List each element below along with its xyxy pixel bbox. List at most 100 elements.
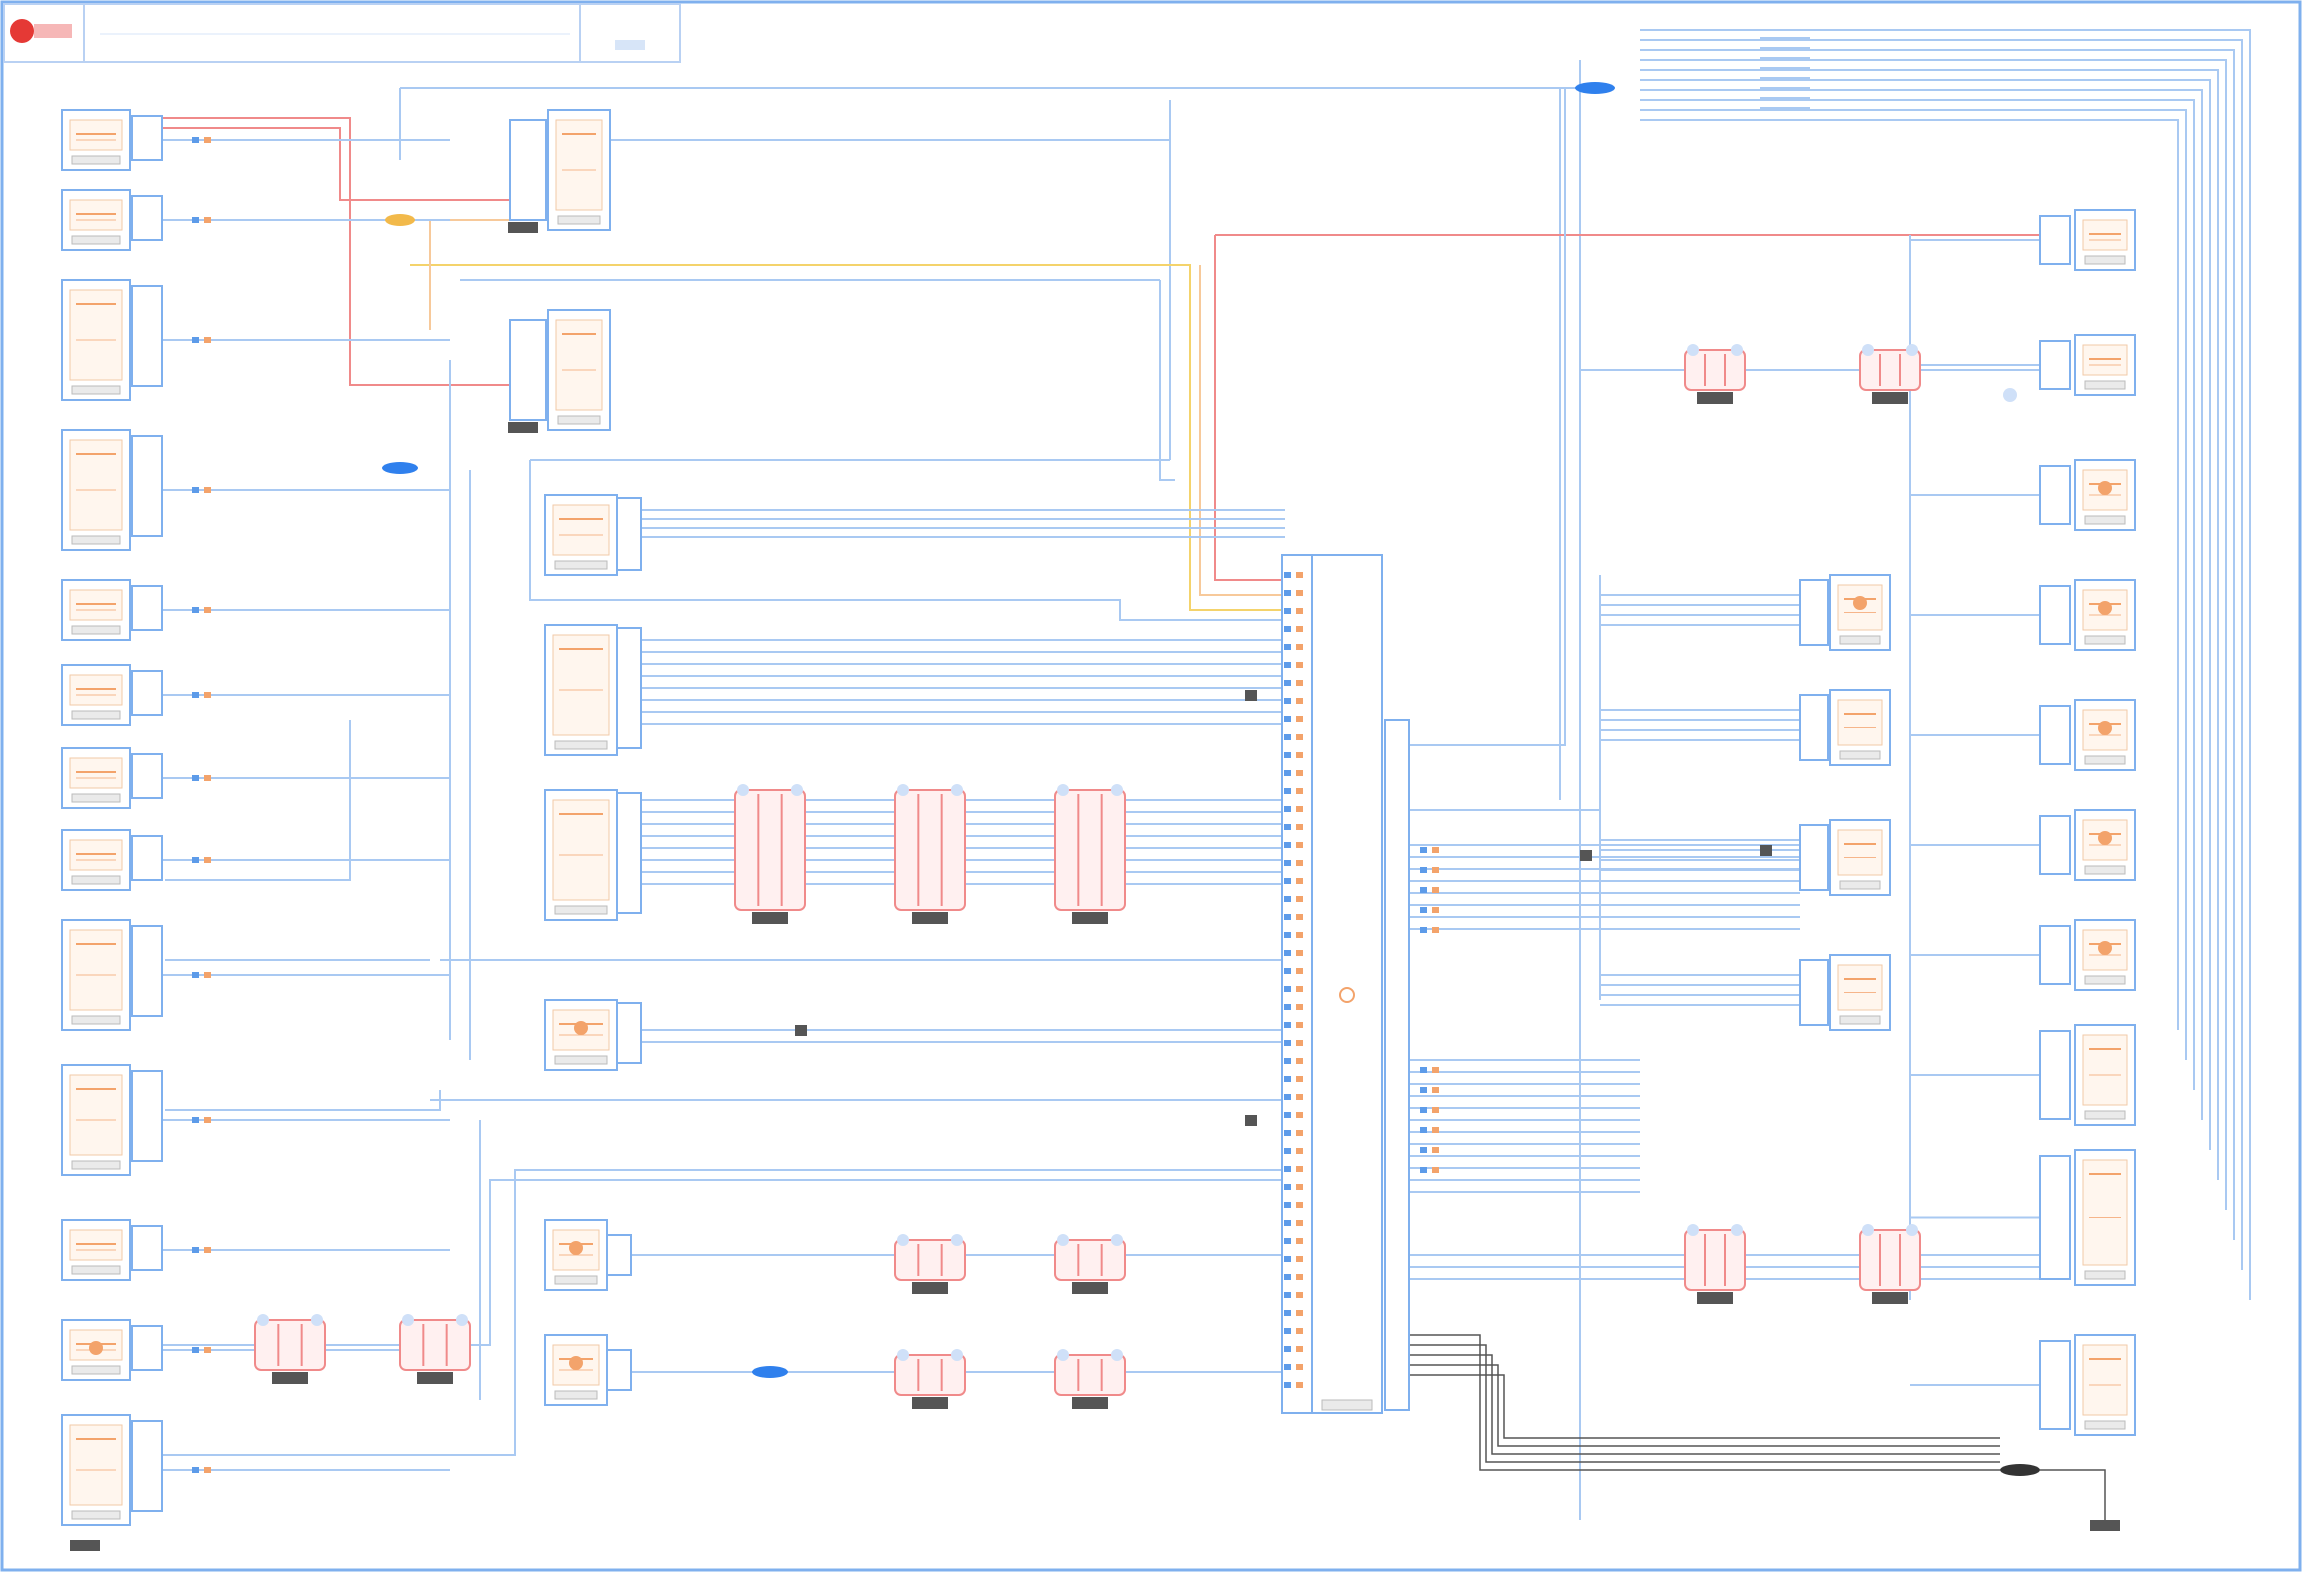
pin-blue [1284, 878, 1291, 884]
logo-icon [10, 19, 34, 43]
component-indicator [89, 1341, 103, 1355]
component-indicator [2098, 941, 2112, 955]
main-module-pin [1284, 1256, 1303, 1262]
right-connector [2039, 465, 2071, 525]
wire [1640, 119, 2179, 1030]
component-label-box [554, 905, 608, 915]
title-block [3, 3, 681, 63]
component-label-box [71, 155, 121, 165]
main-module-pin [1284, 590, 1303, 596]
pin-orange [1296, 1382, 1303, 1388]
inline-lug [737, 784, 749, 796]
pin-blue [1284, 1022, 1291, 1028]
inline-body [734, 789, 806, 911]
right-component [2074, 1149, 2136, 1286]
pin-orange [1432, 907, 1439, 913]
left-pin [192, 487, 211, 493]
pin-blue [192, 1247, 199, 1253]
pin-blue [1284, 1166, 1291, 1172]
pin-blue [1420, 927, 1427, 933]
pin-blue [1284, 770, 1291, 776]
pin-orange [204, 607, 211, 613]
right-connector [2039, 1340, 2071, 1430]
main-module-pin [1284, 1328, 1303, 1334]
main-module-pin [1284, 1022, 1303, 1028]
inline-lug [456, 1314, 468, 1326]
center-module-f [544, 1334, 608, 1406]
wire [2040, 1469, 2106, 1520]
pin-blue [192, 337, 199, 343]
inline-lug [951, 1349, 963, 1361]
center-module-c [544, 789, 618, 921]
pin-orange [1432, 1087, 1439, 1093]
wire [160, 117, 520, 386]
pin-orange [204, 1117, 211, 1123]
main-module-pin [1284, 914, 1303, 920]
connector-body [131, 835, 163, 881]
pin-blue [1420, 1127, 1427, 1133]
relay-middle [547, 309, 611, 431]
pin-blue [1284, 680, 1291, 686]
pin-orange [204, 972, 211, 978]
main-module-pin [1284, 896, 1303, 902]
pin-blue [1284, 1292, 1291, 1298]
pin-blue [1284, 1202, 1291, 1208]
left-component [61, 109, 131, 171]
inline-body [399, 1319, 471, 1371]
inline-lug [311, 1314, 323, 1326]
inline-right-b [1859, 344, 1921, 404]
pin-orange [1296, 1166, 1303, 1172]
left-pin [192, 1247, 211, 1253]
left-pin [192, 692, 211, 698]
component-indicator [574, 1021, 588, 1035]
component-symbol [1837, 829, 1883, 876]
wire [1640, 29, 2251, 1300]
left-pin [192, 775, 211, 781]
left-component [61, 919, 131, 1031]
pin-blue [192, 692, 199, 698]
component-label-box [71, 535, 121, 545]
pin-blue [1284, 644, 1291, 650]
left-connector [131, 195, 163, 241]
inline-right-a [1684, 344, 1746, 404]
inline-center-d [894, 1234, 966, 1294]
main-module-pin [1284, 734, 1303, 740]
mid-right-connector [1799, 694, 1829, 761]
inline-tag [1697, 1292, 1733, 1304]
inline-lug [1731, 1224, 1743, 1236]
left-footer-tag [70, 1540, 100, 1551]
pin-orange [1432, 867, 1439, 873]
left-component [61, 279, 131, 401]
component-symbol [1837, 964, 1883, 1011]
logo-mark [34, 24, 72, 38]
component-symbol [552, 634, 610, 736]
component-indicator [2098, 481, 2112, 495]
pin-orange [1296, 1364, 1303, 1370]
component-label-box [71, 1160, 121, 1170]
inline-body [1859, 349, 1921, 391]
splice-yellow [385, 214, 415, 226]
right-connector [2039, 705, 2071, 765]
left-connector [131, 585, 163, 631]
component-label-box [557, 215, 601, 225]
mid-right-connector [1799, 824, 1829, 891]
pin-orange [1296, 572, 1303, 578]
wire [165, 720, 351, 881]
pin-orange [204, 692, 211, 698]
left-component [61, 1414, 131, 1526]
pin-blue [1420, 847, 1427, 853]
pin-blue [1284, 716, 1291, 722]
pin-orange [1296, 842, 1303, 848]
pin-orange [1296, 662, 1303, 668]
inline-right-d [1859, 1224, 1921, 1304]
pin-orange [1296, 932, 1303, 938]
main-module-pin [1284, 1130, 1303, 1136]
pin-orange [1296, 896, 1303, 902]
pin-orange [204, 1467, 211, 1473]
pin-orange [204, 1247, 211, 1253]
inline-lug [1057, 784, 1069, 796]
connector-body [131, 1325, 163, 1371]
inline-lug [1906, 344, 1918, 356]
connector-body [2039, 1030, 2071, 1120]
